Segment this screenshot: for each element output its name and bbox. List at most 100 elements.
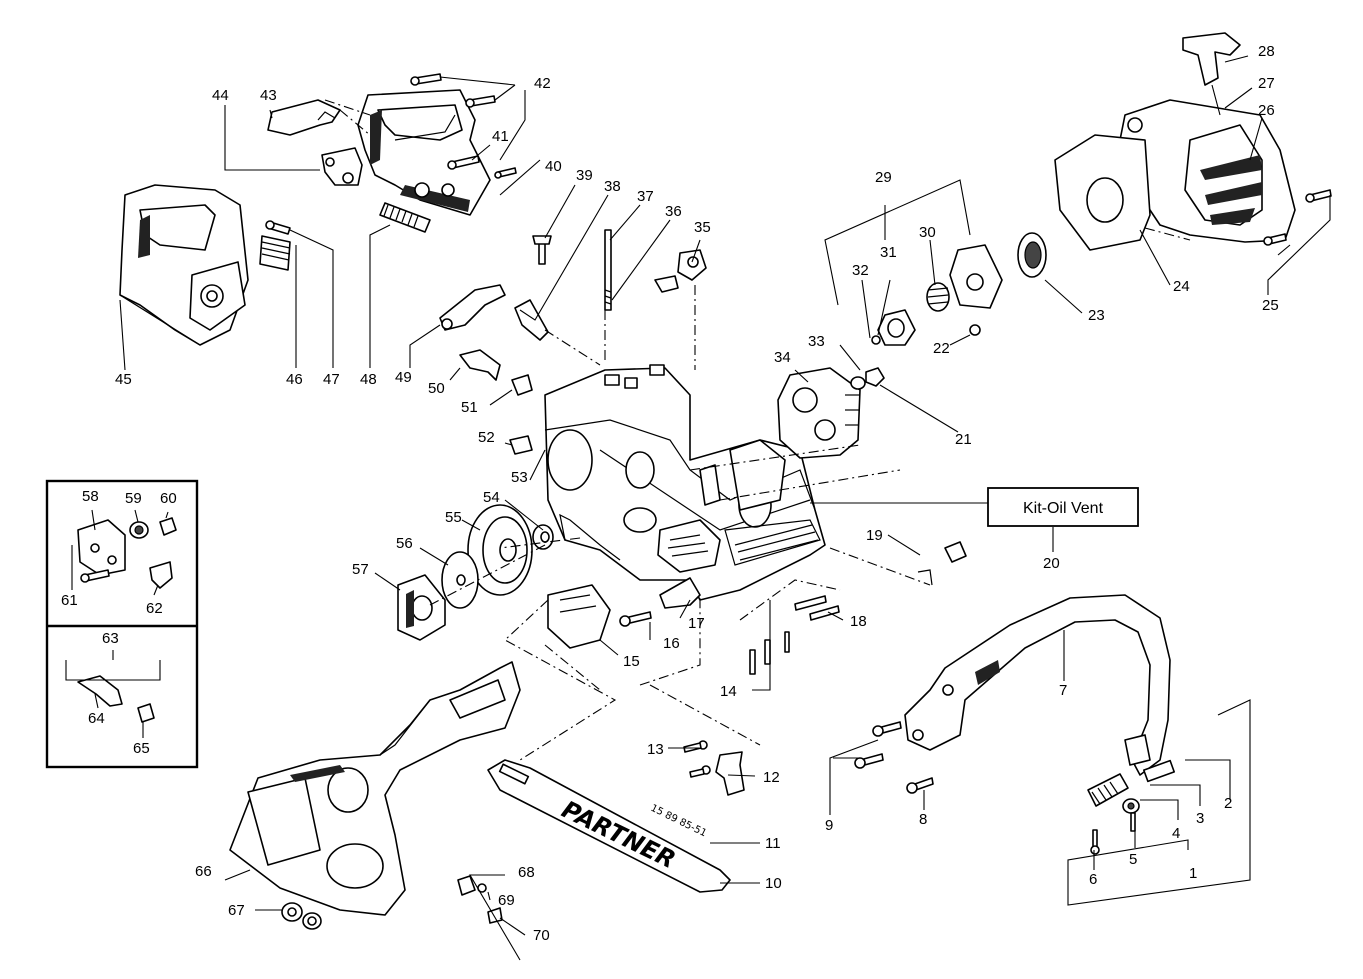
label-54: 54	[483, 489, 500, 506]
screws-42	[410, 73, 496, 108]
leader-lines	[65, 55, 1331, 961]
label-17: 17	[688, 615, 705, 632]
label-31: 31	[880, 244, 897, 261]
parts-1-6	[1087, 759, 1176, 855]
label-19: 19	[866, 527, 883, 544]
hub-31	[877, 309, 916, 346]
flywheel-housing	[777, 367, 861, 459]
spring-30	[926, 282, 950, 312]
starter-housing-26	[1119, 99, 1296, 243]
label-55: 55	[445, 509, 462, 526]
label-36: 36	[665, 203, 682, 220]
spring-48	[379, 202, 431, 233]
label-25: 25	[1262, 297, 1279, 314]
label-27: 27	[1258, 75, 1275, 92]
screws-25	[1263, 189, 1332, 246]
label-4: 4	[1172, 825, 1180, 842]
rod-38	[514, 299, 549, 341]
fan-cover-24	[1054, 134, 1151, 251]
clip-52	[509, 435, 533, 455]
label-7: 7	[1059, 682, 1067, 699]
screws-13	[683, 740, 711, 778]
label-40: 40	[545, 158, 562, 175]
inset-box	[45, 479, 199, 769]
label-1: 1	[1189, 865, 1197, 882]
pins-14	[749, 631, 790, 675]
label-47: 47	[323, 371, 340, 388]
label-32: 32	[852, 262, 869, 279]
label-41: 41	[492, 128, 509, 145]
washer-33	[850, 376, 866, 390]
label-38: 38	[604, 178, 621, 195]
label-35: 35	[694, 219, 711, 236]
label-67: 67	[228, 902, 245, 919]
lever-49	[439, 284, 506, 331]
label-58: 58	[82, 488, 99, 505]
parts-68-70	[457, 875, 503, 924]
label-45: 45	[115, 371, 132, 388]
label-46: 46	[286, 371, 303, 388]
label-33: 33	[808, 333, 825, 350]
label-8: 8	[919, 811, 927, 828]
label-66: 66	[195, 863, 212, 880]
guide-plate-15	[547, 584, 611, 649]
screw-22	[969, 324, 981, 336]
kit-oil-vent-box: Kit-Oil Vent	[987, 487, 1139, 527]
label-70: 70	[533, 927, 550, 944]
screw-41	[447, 155, 480, 170]
label-43: 43	[260, 87, 277, 104]
clip-50	[459, 349, 501, 381]
label-16: 16	[663, 635, 680, 652]
spring-46	[259, 235, 291, 271]
drum-55	[467, 504, 533, 596]
label-20: 20	[1043, 555, 1060, 572]
screw-39	[532, 235, 552, 265]
label-11: 11	[765, 835, 781, 852]
pin-37	[604, 229, 612, 311]
label-13: 13	[647, 741, 664, 758]
pawl-assy-29	[949, 244, 1003, 309]
cap-35	[677, 249, 707, 281]
label-60: 60	[160, 490, 177, 507]
label-56: 56	[396, 535, 413, 552]
bar-code: 15 89 85-51	[649, 803, 709, 840]
clutch-57	[397, 574, 446, 641]
label-26: 26	[1258, 102, 1275, 119]
label-14: 14	[720, 683, 737, 700]
screw-47	[265, 220, 291, 235]
label-12: 12	[763, 769, 780, 786]
studs-18	[794, 595, 840, 621]
label-48: 48	[360, 371, 377, 388]
part-labels: 1 2 3 4 5 6 7 8 9 10 11 12 13 14 15 16 1…	[61, 43, 1279, 944]
label-30: 30	[919, 224, 936, 241]
starter-grip-28	[1182, 32, 1241, 86]
label-9: 9	[825, 817, 833, 834]
label-44: 44	[212, 87, 229, 104]
label-68: 68	[518, 864, 535, 881]
gasket-36	[654, 275, 679, 293]
label-53: 53	[511, 469, 528, 486]
label-61: 61	[61, 592, 78, 609]
label-24: 24	[1173, 278, 1190, 295]
alignment-lines	[324, 99, 1191, 761]
label-21: 21	[955, 431, 972, 448]
label-2: 2	[1224, 795, 1232, 812]
clip-51	[511, 374, 533, 396]
label-69: 69	[498, 892, 515, 909]
label-62: 62	[146, 600, 163, 617]
bracket-43	[267, 99, 341, 136]
screw-40	[494, 167, 517, 179]
label-51: 51	[461, 399, 478, 416]
label-6: 6	[1089, 871, 1097, 888]
tensioner-12	[715, 751, 745, 796]
label-10: 10	[765, 875, 782, 892]
side-cover-66	[229, 661, 521, 916]
label-5: 5	[1129, 851, 1137, 868]
screw-16	[619, 611, 652, 627]
label-42: 42	[534, 75, 551, 92]
kit-oil-vent-label: Kit-Oil Vent	[1023, 500, 1104, 517]
nuts-67	[281, 902, 322, 930]
rear-handle	[357, 89, 491, 216]
label-34: 34	[774, 349, 791, 366]
